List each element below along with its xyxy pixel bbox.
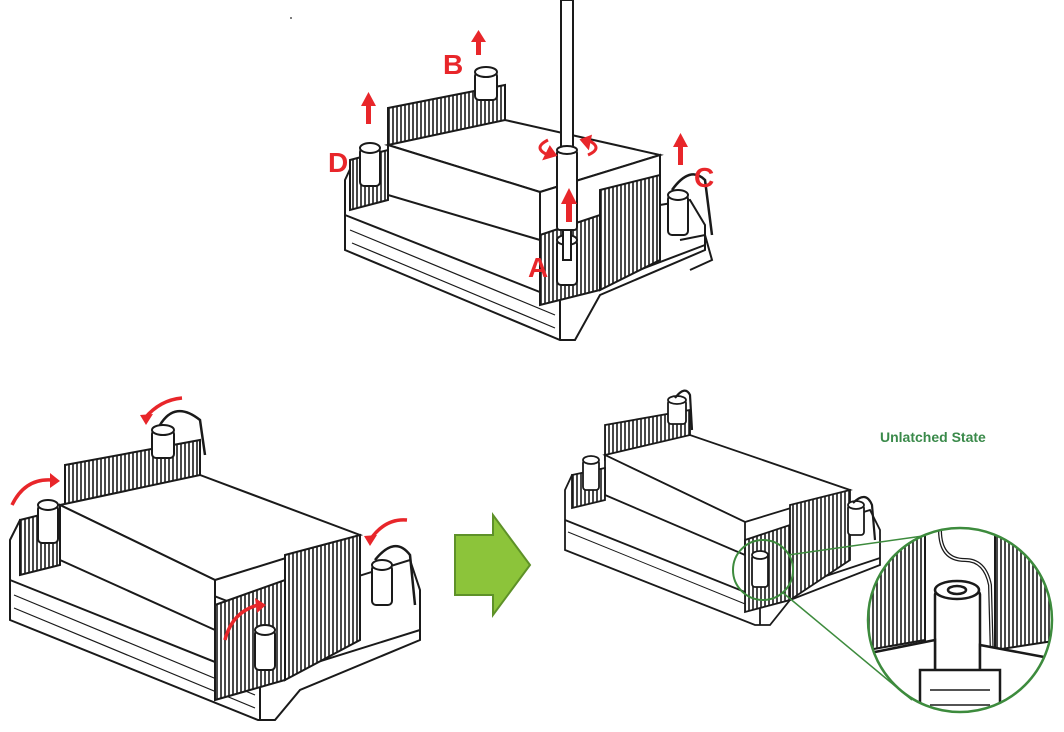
up-arrow-icon-b (471, 30, 486, 55)
curved-arrow-icon-2 (10, 478, 53, 506)
top-heatsink (344, 66, 714, 341)
unlatch-arrows (10, 396, 408, 641)
bottom-right-heatsink (564, 389, 881, 626)
up-arrow-icon-d (361, 92, 376, 124)
label-corner-b: B (443, 49, 463, 80)
label-corner-d: D (328, 147, 348, 178)
label-corner-c: C (694, 162, 714, 193)
rotate-arrow-icon (538, 134, 598, 161)
up-arrow-icon-c (673, 133, 688, 165)
stray-dot (290, 17, 292, 19)
curved-arrow-icon-4 (223, 603, 259, 641)
bottom-left-heatsink (9, 410, 421, 721)
up-arrow-icon-a (561, 188, 577, 222)
next-step-arrow-icon (454, 511, 532, 619)
magnifier-callout-icon (732, 526, 1054, 714)
lift-arrows (361, 30, 688, 222)
unlatched-state-label: Unlatched State (880, 429, 986, 445)
screwdriver-icon (556, 0, 578, 261)
label-corner-a: A (528, 252, 548, 283)
